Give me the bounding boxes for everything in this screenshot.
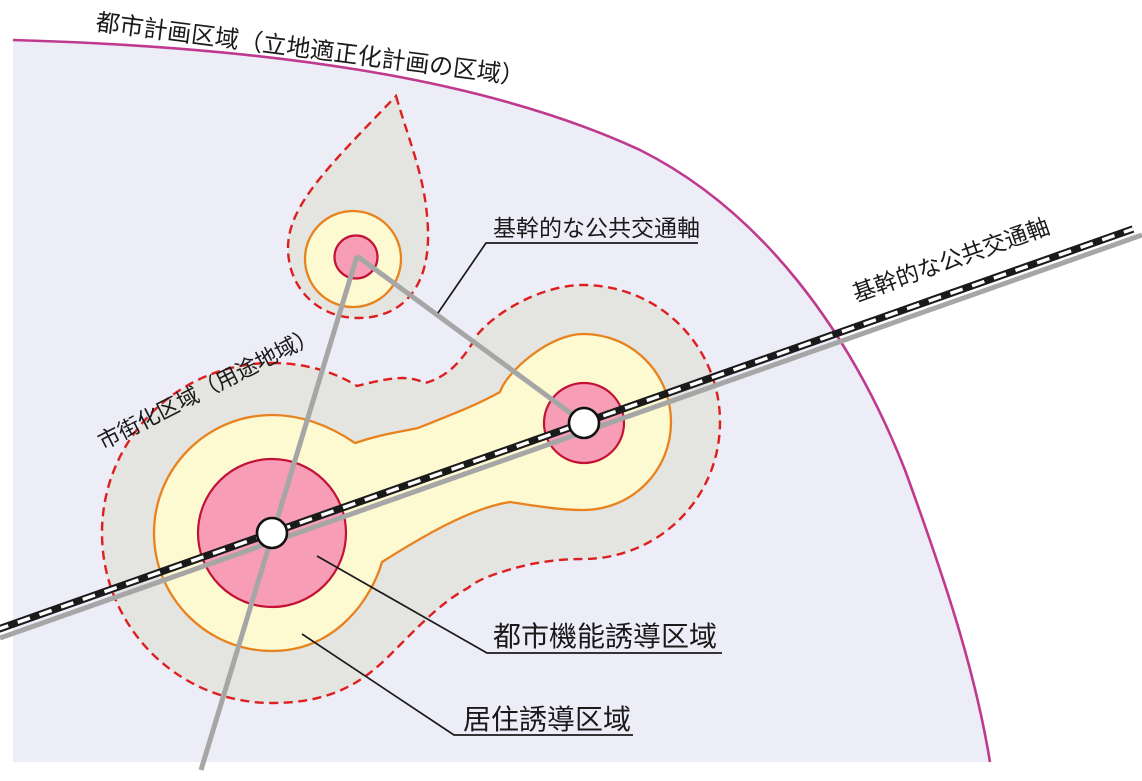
leader-line-transit-axis-top <box>437 242 698 314</box>
station-marker-main <box>255 516 289 550</box>
leader-line-residential <box>301 633 633 736</box>
road-north-to-east-station <box>355 253 586 426</box>
label-urban-function-zone: 都市機能誘導区域 <box>493 621 717 652</box>
label-residential-zone: 居住誘導区域 <box>463 704 631 735</box>
leader-line-urban-function <box>316 555 722 654</box>
road-north-to-south <box>198 255 360 771</box>
station-marker-east <box>567 406 601 440</box>
city-planning-area-boundary <box>12 38 992 763</box>
label-transit-axis-top: 基幹的な公共交通軸 <box>493 215 700 241</box>
railway-line-dashes <box>0 227 1134 631</box>
road-along-railway <box>0 232 1142 641</box>
